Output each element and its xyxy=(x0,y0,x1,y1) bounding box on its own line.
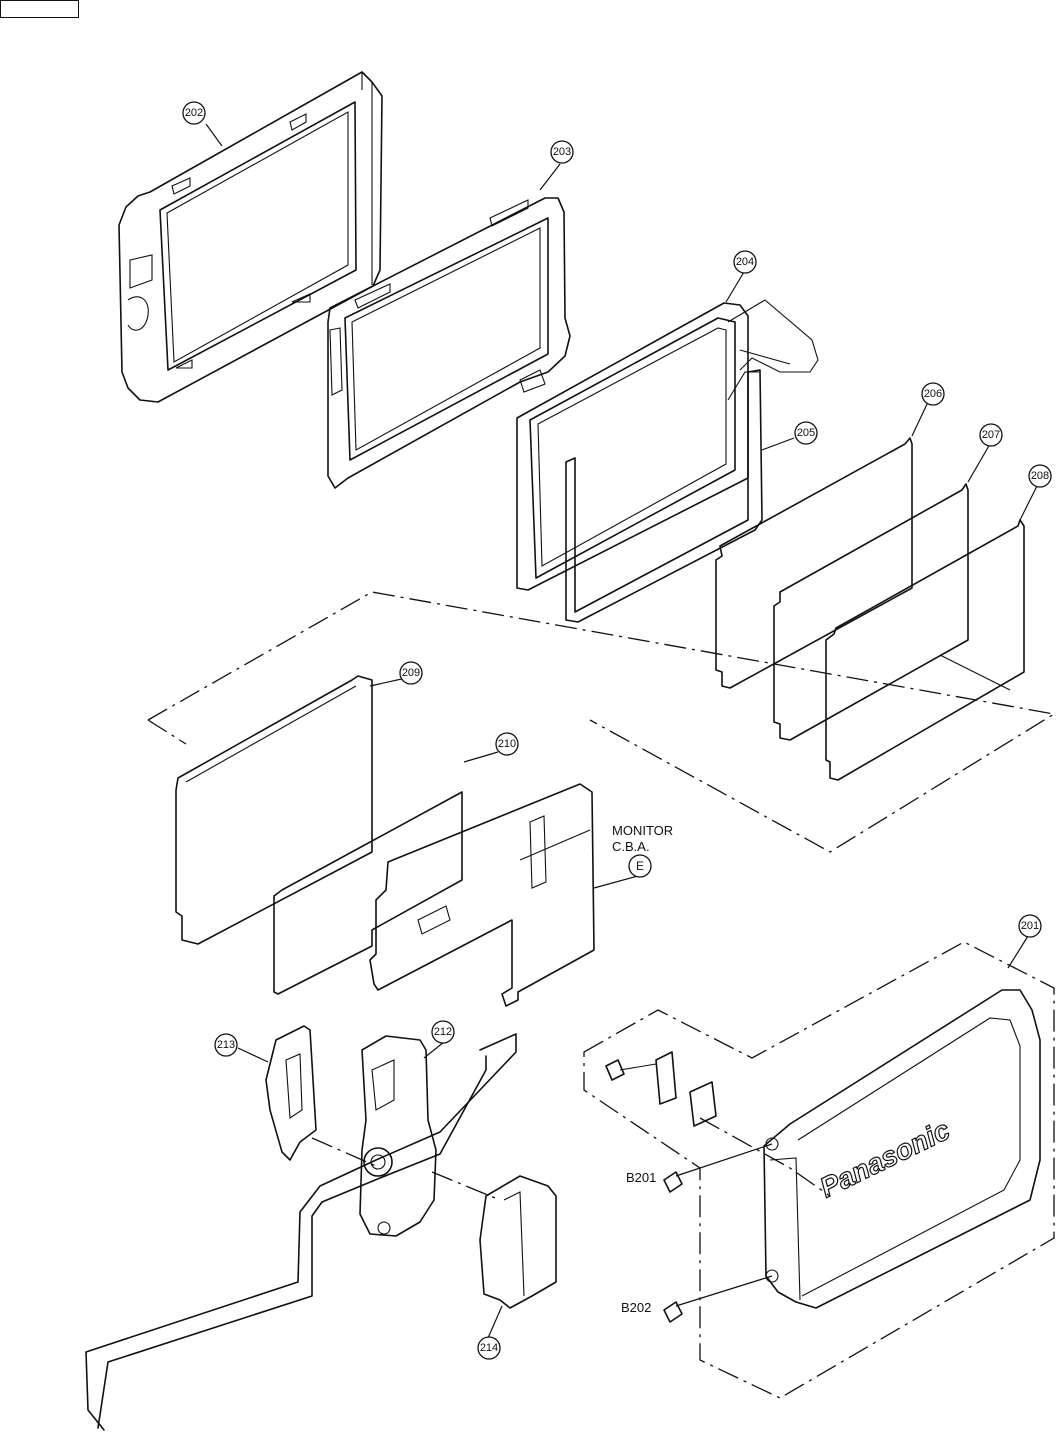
callout-206: 206 xyxy=(921,382,945,406)
callout-208: 208 xyxy=(1028,464,1052,488)
screw-label-b201: B201 xyxy=(626,1170,656,1185)
svg-text:208: 208 xyxy=(1031,470,1049,482)
screw-label-b202: B202 xyxy=(621,1300,651,1315)
part-205-sheet xyxy=(565,369,763,623)
callout-204: 204 xyxy=(733,250,757,274)
monitor-cba-label-line2: C.B.A. xyxy=(612,839,650,854)
callout-205: 205 xyxy=(794,421,818,445)
svg-text:212: 212 xyxy=(434,1026,452,1038)
svg-text:202: 202 xyxy=(185,107,203,119)
part-213-bracket xyxy=(265,1025,317,1161)
part-207-sheet xyxy=(773,483,969,741)
callout-209: 209 xyxy=(399,661,423,685)
callout-202: 202 xyxy=(182,101,206,125)
page-corner-box xyxy=(0,0,79,18)
part-204-lcd-panel xyxy=(516,299,819,591)
part-209-sheet xyxy=(175,675,373,945)
boundary-line-rear-case xyxy=(583,941,1055,1399)
part-203-metal-frame xyxy=(327,197,571,489)
svg-text:201: 201 xyxy=(1021,920,1039,932)
svg-text:205: 205 xyxy=(797,427,815,439)
svg-text:209: 209 xyxy=(402,667,420,679)
brand-logo: Panasonic xyxy=(815,1114,955,1203)
monitor-circuit-board xyxy=(369,783,595,1007)
svg-text:210: 210 xyxy=(498,738,516,750)
part-206-sheet xyxy=(715,437,913,689)
rear-bracket xyxy=(655,1051,717,1127)
callout-213: 213 xyxy=(214,1033,238,1057)
screw-b202 xyxy=(663,1301,683,1323)
screw-top xyxy=(605,1059,657,1081)
flex-cable xyxy=(85,1033,517,1431)
svg-text:204: 204 xyxy=(736,256,754,268)
monitor-cba-label-line1: MONITOR xyxy=(612,823,673,838)
svg-text:214: 214 xyxy=(480,1342,498,1354)
callout-201: 201 xyxy=(1018,914,1042,938)
part-202-front-frame xyxy=(118,71,383,403)
svg-text:E: E xyxy=(636,859,644,873)
monitor-cba-ref-e: E xyxy=(628,854,652,878)
svg-text:207: 207 xyxy=(982,429,1000,441)
svg-text:206: 206 xyxy=(924,388,942,400)
callout-207: 207 xyxy=(979,423,1003,447)
svg-text:203: 203 xyxy=(553,146,571,158)
part-210-sheet xyxy=(273,791,463,995)
boundary-line-middle xyxy=(147,591,1056,853)
part-201-rear-case xyxy=(763,989,1041,1309)
part-214-cover xyxy=(479,1175,557,1309)
callout-203: 203 xyxy=(550,140,574,164)
callout-214: 214 xyxy=(477,1336,501,1360)
callout-212: 212 xyxy=(431,1020,455,1044)
callout-210: 210 xyxy=(495,732,519,756)
leader-lines xyxy=(205,123,1039,1339)
screw-b201 xyxy=(663,1171,683,1193)
part-212-hinge xyxy=(359,1035,437,1237)
part-208-sheet xyxy=(825,519,1025,781)
svg-text:213: 213 xyxy=(217,1039,235,1051)
